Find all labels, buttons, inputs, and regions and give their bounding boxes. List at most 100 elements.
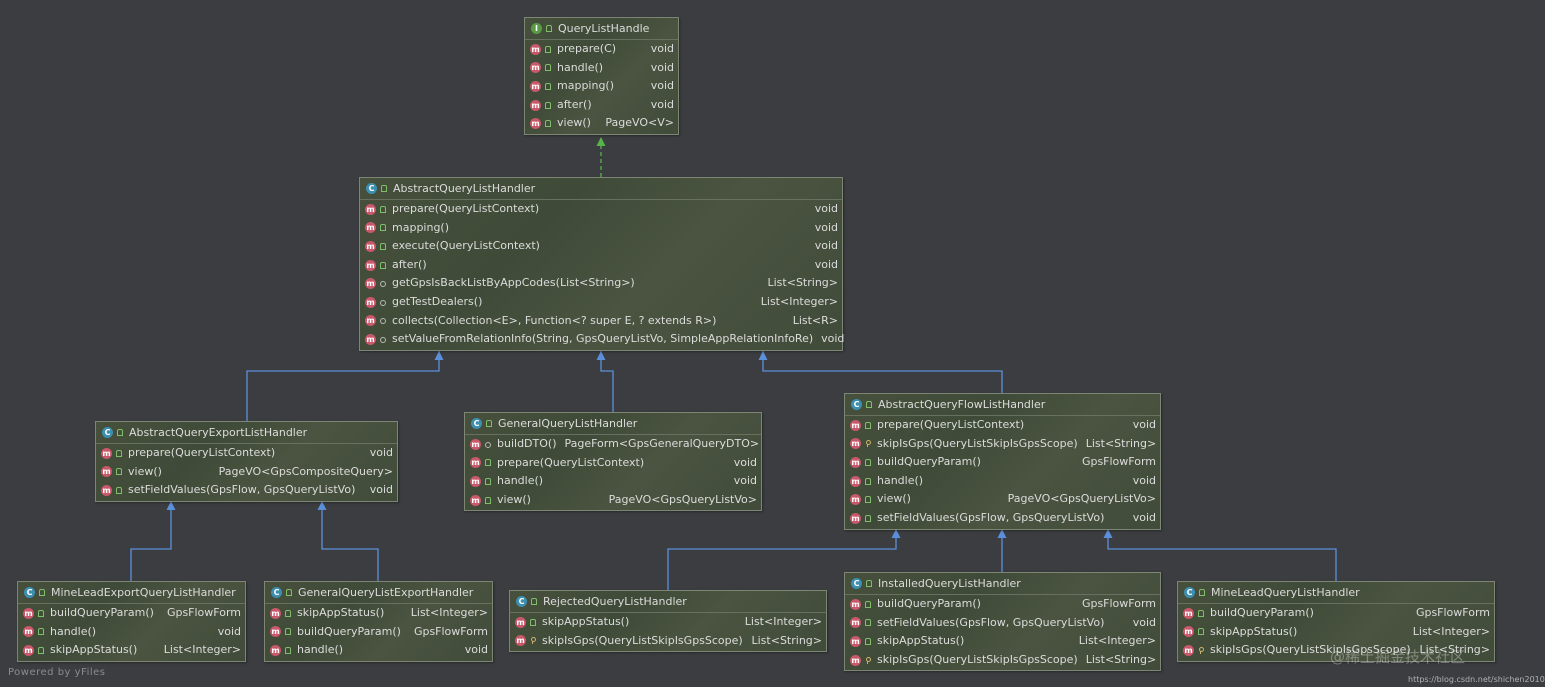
public-visibility-icon (484, 459, 491, 467)
public-visibility-icon (544, 64, 551, 72)
method-signature: prepare(C) (557, 42, 617, 55)
method-signature: buildQueryParam() (877, 455, 981, 469)
public-visibility-icon (379, 242, 386, 250)
method-icon: m (1183, 644, 1194, 656)
edge-flow-to-abstract-arrowhead (758, 351, 768, 360)
public-visibility-icon (864, 477, 871, 485)
private-visibility-icon (864, 440, 871, 448)
class-icon: C (271, 587, 282, 598)
return-type: GpsFlowForm (1081, 455, 1156, 469)
method-icon: m (101, 484, 112, 496)
method-icon: m (850, 598, 861, 610)
class-icon: C (471, 418, 482, 429)
return-type: List<String> (751, 633, 823, 647)
return-type: void (650, 42, 674, 55)
edge-flow-to-abstract (762, 351, 1003, 393)
edge-export-to-abstract-arrowhead (434, 351, 444, 360)
method-icon: m (470, 457, 481, 469)
method-signature: view() (128, 464, 162, 478)
method-signature: prepare(QueryListContext) (877, 418, 1025, 431)
return-type: void (821, 332, 845, 346)
method-signature: skipIsGps(QueryListSkipIsGpsScope) (877, 436, 1078, 450)
public-visibility-icon (865, 401, 872, 408)
method-signature: collects(Collection<E>, Function<? super… (392, 313, 717, 327)
source-url: https://blog.csdn.net/shichen2010 (1408, 675, 1545, 684)
return-type: List<Integer> (410, 606, 488, 619)
method-icon: m (530, 118, 541, 130)
method-icon: m (530, 80, 541, 92)
method-signature: buildQueryParam() (297, 624, 401, 638)
method-signature: skipIsGps(QueryListSkipIsGpsScope) (542, 633, 743, 647)
method-signature: buildDTO() (497, 437, 557, 450)
method-signature: setValueFromRelationInfo(String, GpsQuer… (392, 332, 814, 346)
public-visibility-icon (864, 637, 871, 645)
public-visibility-icon (485, 420, 492, 427)
method-icon: m (101, 466, 112, 478)
method-signature: handle() (557, 60, 604, 74)
public-visibility-icon (484, 496, 491, 504)
method-icon: m (470, 475, 481, 487)
